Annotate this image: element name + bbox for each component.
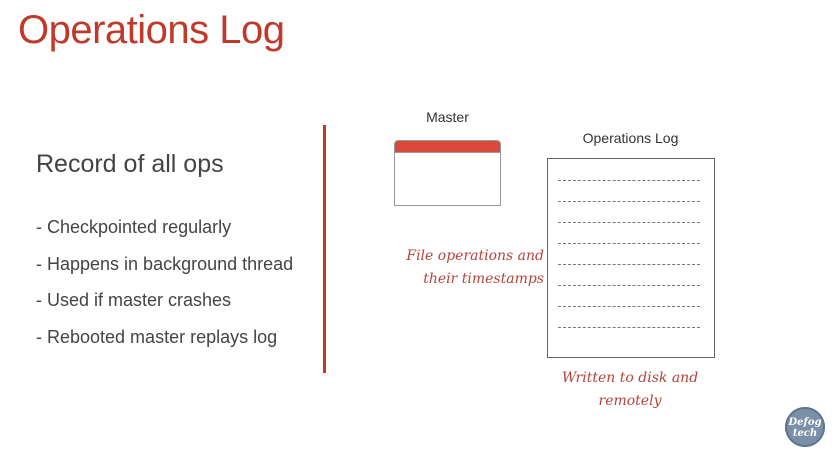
master-label: Master	[426, 109, 469, 125]
bullet-item: - Rebooted master replays log	[36, 326, 278, 347]
log-entry-line	[558, 306, 700, 307]
bullet-item: - Used if master crashes	[36, 290, 232, 311]
logo-text-line2: tech	[793, 428, 817, 439]
bullet-list: - Checkpointed regularly - Happens in ba…	[36, 214, 293, 360]
operations-log-document	[547, 158, 715, 358]
log-entry-line	[558, 285, 700, 286]
bullet-item: - Checkpointed regularly	[36, 217, 232, 237]
log-entry-line	[558, 264, 700, 265]
vertical-divider	[323, 125, 326, 373]
log-entry-line	[558, 243, 700, 244]
log-entry-line	[558, 327, 700, 328]
page-title: Operations Log	[18, 8, 285, 52]
logo-text-line1: Defog	[788, 417, 822, 428]
master-window-titlebar	[395, 141, 500, 153]
bullet-item: - Happens in background thread	[36, 253, 294, 274]
written-to-disk-annotation: Written to disk and remotely	[555, 367, 705, 413]
annotation-line: remotely	[598, 393, 662, 409]
defog-tech-logo: Defog tech	[785, 407, 825, 447]
annotation-line: File operations and	[406, 248, 544, 264]
annotation-line: their timestamps	[423, 271, 544, 287]
file-operations-annotation: File operations and their timestamps	[404, 245, 544, 291]
log-entry-line	[558, 180, 700, 181]
operations-log-label: Operations Log	[582, 130, 679, 146]
log-entry-line	[558, 222, 700, 223]
section-heading: Record of all ops	[36, 150, 224, 178]
annotation-line: Written to disk and	[561, 370, 699, 386]
master-window	[394, 140, 501, 206]
log-entry-line	[558, 201, 700, 202]
